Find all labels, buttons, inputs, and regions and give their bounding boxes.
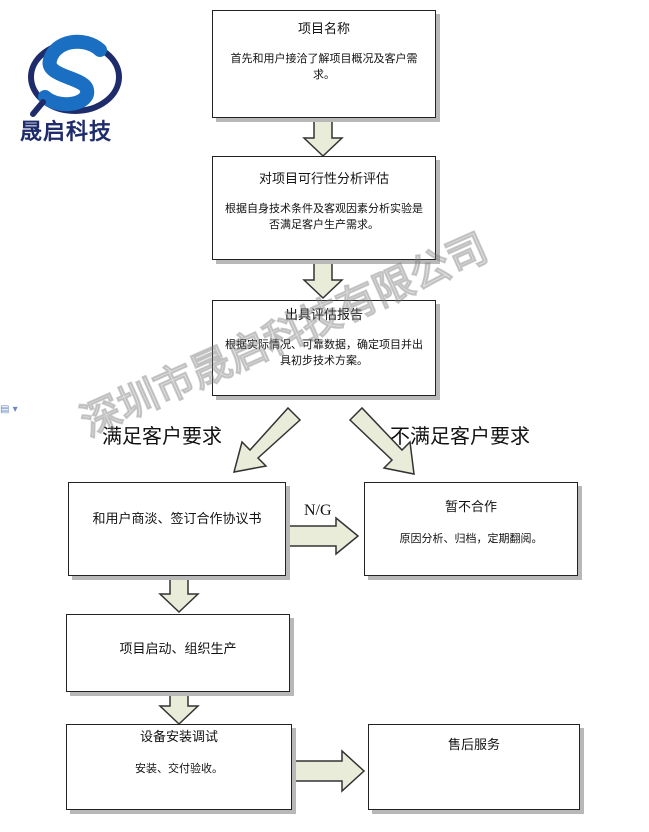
arrow-down-4 (158, 691, 200, 726)
step-report: 出具评估报告 根据实际情况、可靠数据，确定项目并出具初步技术方案。 (212, 300, 436, 396)
step-title: 售后服务 (447, 738, 500, 753)
arrow-down-3 (158, 575, 200, 614)
step-desc: 根据自身技术条件及客观因素分析实验是否满足客户生产需求。 (225, 202, 423, 231)
step-desc: 安装、交付验收。 (135, 762, 223, 775)
arrow-down-1 (302, 119, 344, 158)
step-project-name: 项目名称 首先和用户接洽了解项目概况及客户需求。 (212, 10, 436, 118)
ng-label: N/G (304, 502, 332, 519)
step-title: 对项目可行性分析评估 (258, 172, 389, 187)
step-title: 项目名称 (297, 22, 350, 37)
step-title: 项目启动、组织生产 (119, 642, 237, 657)
step-desc: 首先和用户接洽了解项目概况及客户需求。 (230, 52, 418, 81)
doc-icon: ▤ ▾ (0, 404, 18, 415)
step-contract: 和用户商淡、签订合作协议书 (68, 482, 286, 576)
arrow-diag-left (232, 406, 302, 473)
arrow-down-2 (302, 261, 344, 300)
step-desc: 根据实际情况、可靠数据，确定项目并出具初步技术方案。 (225, 338, 423, 367)
step-title: 出具评估报告 (284, 308, 363, 323)
arrow-aftersales (291, 749, 366, 793)
branch-no-label: 不满足客户要求 (390, 424, 530, 448)
step-desc: 原因分析、归档，定期翻阅。 (399, 532, 543, 545)
step-production: 项目启动、组织生产 (66, 614, 290, 692)
step-installation: 设备安装调试 安装、交付验收。 (66, 724, 292, 810)
arrow-diag-right (348, 406, 415, 475)
step-title: 设备安装调试 (139, 730, 218, 745)
step-title: 暂不合作 (444, 500, 497, 515)
company-logo-icon (28, 34, 122, 117)
company-logo-text: 晟启科技 (20, 120, 113, 145)
step-title: 和用户商淡、签订合作协议书 (92, 512, 262, 527)
arrow-ng (285, 516, 360, 556)
branch-yes-label: 满足客户要求 (102, 424, 222, 448)
step-after-sales: 售后服务 (368, 724, 580, 810)
step-no-cooperation: 暂不合作 原因分析、归档，定期翻阅。 (364, 482, 578, 576)
step-feasibility: 对项目可行性分析评估 根据自身技术条件及客观因素分析实验是否满足客户生产需求。 (212, 156, 436, 260)
